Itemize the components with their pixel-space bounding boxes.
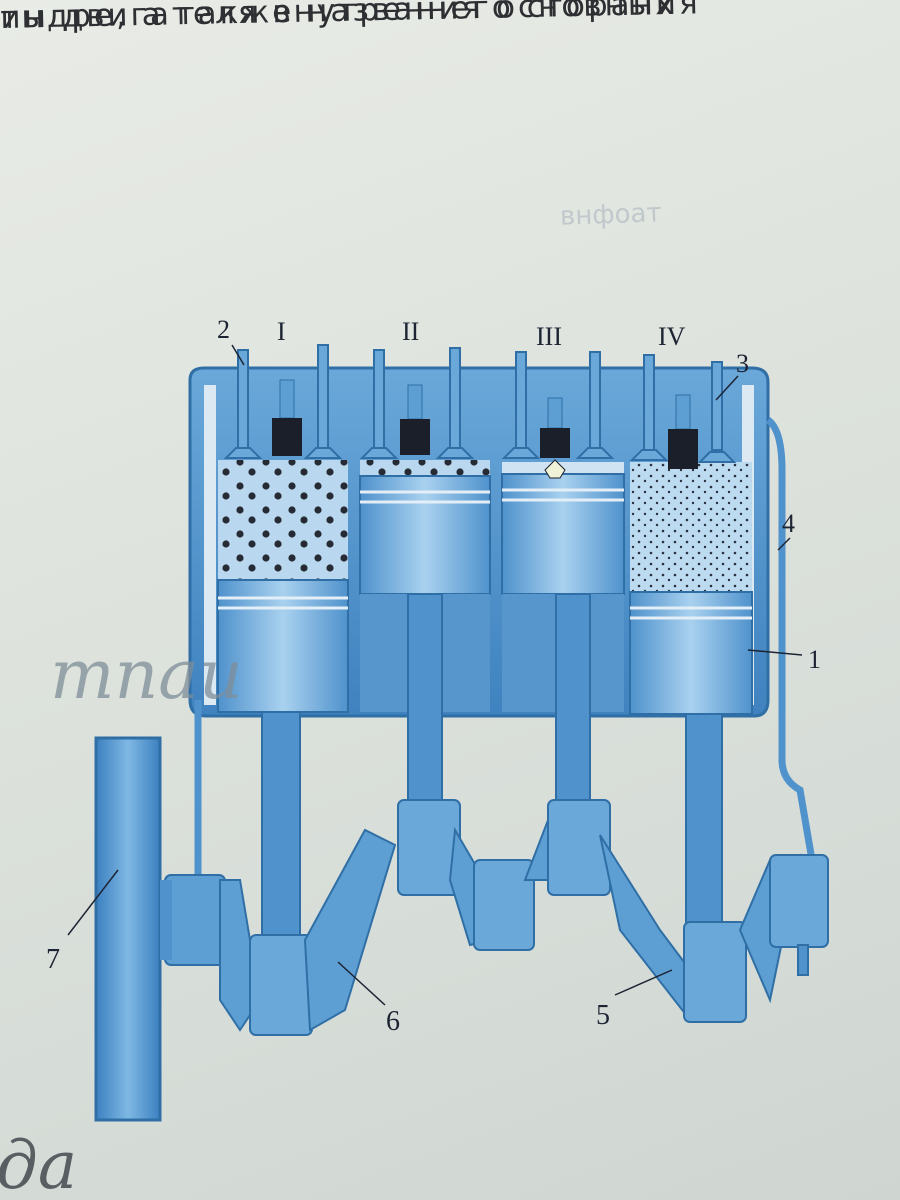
spark-plug-3: [540, 428, 570, 458]
crankshaft: [164, 799, 829, 1036]
cylinder-label-4: IV: [658, 322, 686, 351]
cylinder-label-2: II: [402, 317, 419, 346]
valves: [223, 344, 737, 463]
part-label-6: 6: [386, 1006, 400, 1037]
connecting-rod-3: [555, 593, 591, 815]
part-label-3: 3: [736, 349, 749, 378]
spark-plugs: [272, 379, 698, 479]
piston-4: [629, 591, 753, 715]
piston-3: [501, 473, 625, 595]
oil-line: [765, 417, 816, 861]
piston-2: [359, 475, 491, 595]
spark-plug-2: [400, 419, 430, 455]
part-label-5: 5: [596, 1000, 610, 1031]
connecting-rod-1: [261, 711, 301, 953]
leader-lines: [67, 344, 803, 1006]
connecting-rod-4: [685, 713, 723, 945]
cylinder-1: [217, 460, 349, 953]
piston-1: [217, 579, 349, 713]
exhaust-gases: [630, 462, 752, 592]
part-label-7: 7: [46, 944, 60, 975]
fuel-mixture-intake: [218, 460, 348, 580]
cylinder-label-3: III: [536, 322, 562, 351]
cylinder-3: [501, 462, 625, 815]
handwriting-1: тпаи: [50, 636, 243, 715]
spark-plug-4: [668, 429, 698, 469]
spark-icon: [544, 459, 566, 479]
part-label-2: 2: [217, 315, 230, 344]
part-label-4: 4: [782, 509, 795, 538]
spark-plug-1: [272, 418, 302, 456]
cylinder-label-1: I: [277, 317, 286, 346]
part-label-1: 1: [808, 645, 821, 674]
cylinder-2: [359, 460, 491, 815]
flywheel: [94, 736, 172, 1122]
cylinder-4: [629, 462, 753, 945]
handwriting-2: да: [0, 1127, 77, 1200]
connecting-rod-2: [407, 593, 443, 815]
